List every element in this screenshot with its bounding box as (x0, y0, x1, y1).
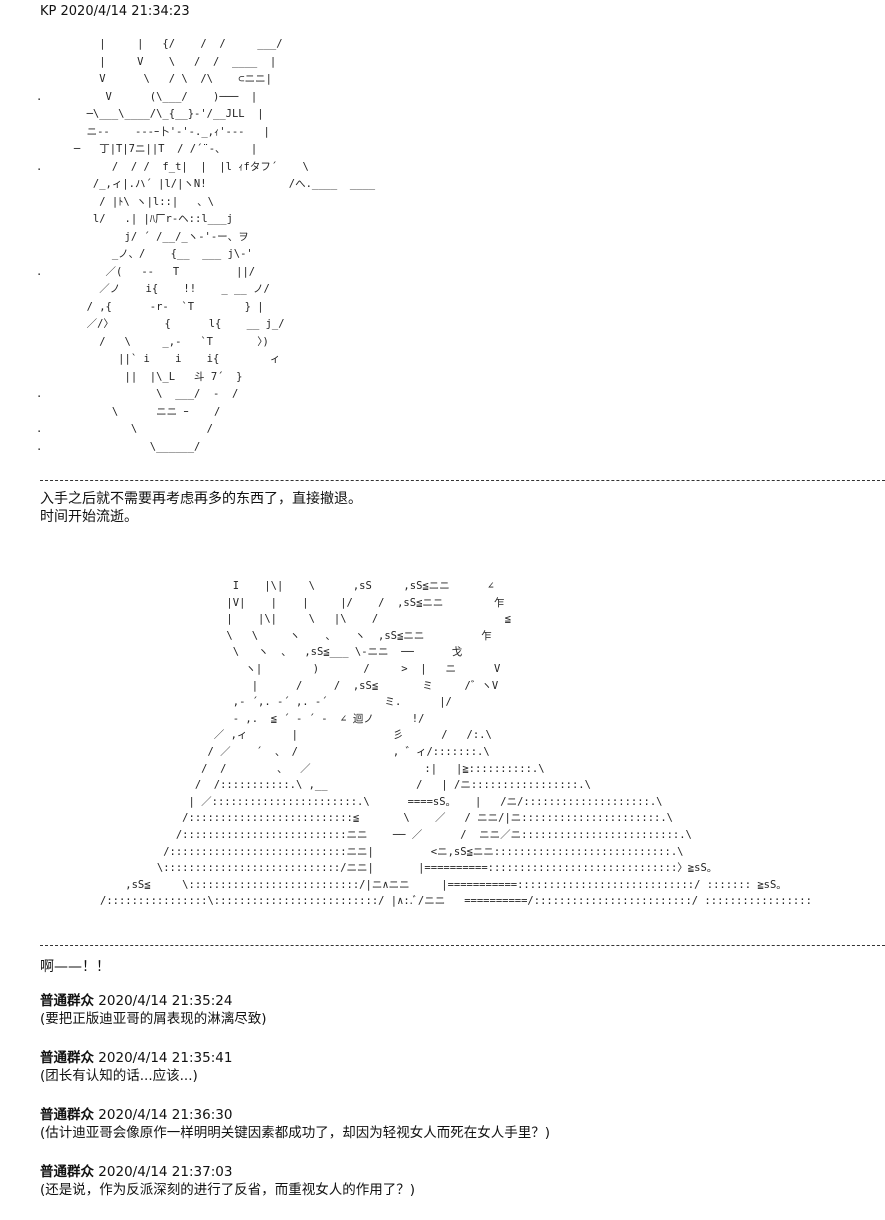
ascii-art-scene: I |\| \ ,sS ,sS≦ニニ ∠ |V| | | |/ / ,sS≦ニニ… (100, 580, 812, 908)
comment-timestamp: 2020/4/14 21:37:03 (98, 1164, 233, 1180)
post-timestamp: 2020/4/14 21:34:23 (60, 4, 190, 19)
comment-timestamp: 2020/4/14 21:35:24 (98, 993, 233, 1009)
comment-text: (团长有认知的话...应该...) (40, 1068, 198, 1084)
comment-timestamp: 2020/4/14 21:36:30 (98, 1107, 233, 1123)
comment-text: (还是说，作为反派深刻的进行了反省，而重视女人的作用了？) (40, 1182, 416, 1198)
comment-item: 普通群众 2020/4/14 21:35:24 (要把正版迪亚哥的屑表现的淋漓尽… (40, 992, 880, 1049)
ascii-art-character: | | {/ / / ___/ | V \ / / ____ | V \ / \… (36, 38, 376, 453)
comment-list: 普通群众 2020/4/14 21:35:24 (要把正版迪亚哥的屑表现的淋漓尽… (40, 992, 880, 1220)
comment-text: (要把正版迪亚哥的屑表现的淋漓尽致) (40, 1011, 267, 1027)
comment-item: 普通群众 2020/4/14 21:36:30 (估计迪亚哥会像原作一样明明关键… (40, 1106, 880, 1163)
comment-text: (估计迪亚哥会像原作一样明明关键因素都成功了，却因为轻视女人而死在女人手里？) (40, 1125, 551, 1141)
comment-timestamp: 2020/4/14 21:35:41 (98, 1050, 233, 1066)
comment-author: 普通群众 (40, 1107, 94, 1123)
narration-exclamation: 啊——！！ (40, 959, 110, 975)
narration-block: 入手之后就不需要再考虑再多的东西了，直接撤退。 时间开始流逝。 (40, 490, 362, 526)
narration-line: 入手之后就不需要再考虑再多的东西了，直接撤退。 (40, 491, 362, 507)
comment-item: 普通群众 2020/4/14 21:35:41 (团长有认知的话...应该...… (40, 1049, 880, 1106)
comment-author: 普通群众 (40, 993, 94, 1009)
dashed-divider (40, 945, 885, 946)
post-header: KP 2020/4/14 21:34:23 (40, 4, 190, 19)
dashed-divider (40, 480, 885, 481)
narration-line: 时间开始流逝。 (40, 509, 138, 525)
comment-author: 普通群众 (40, 1050, 94, 1066)
comment-author: 普通群众 (40, 1164, 94, 1180)
comment-item: 普通群众 2020/4/14 21:37:03 (还是说，作为反派深刻的进行了反… (40, 1163, 880, 1220)
post-author: KP (40, 4, 57, 19)
